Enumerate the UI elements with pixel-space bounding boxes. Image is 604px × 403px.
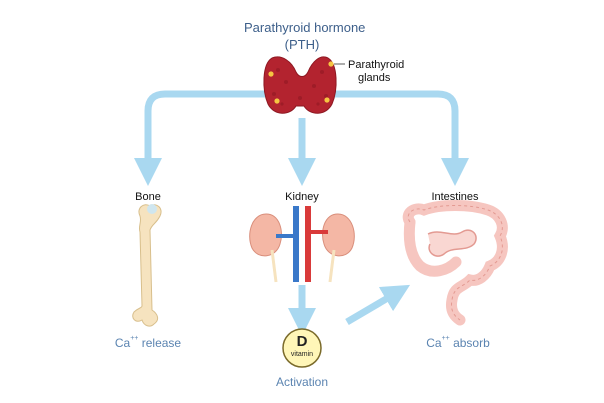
kidney-label: Kidney — [285, 191, 319, 203]
ca-absorb-suffix: absorb — [449, 336, 490, 350]
arrow-to-bone — [134, 90, 272, 186]
title-line-2: (PTH) — [284, 37, 320, 52]
bone-illustration — [132, 204, 162, 327]
ca-release-charge: ++ — [130, 335, 139, 342]
ca-absorb-charge: ++ — [441, 335, 450, 342]
ca-release-prefix: Ca — [114, 336, 131, 350]
thyroid-illustration — [263, 56, 345, 114]
intestines-label: Intestines — [431, 191, 479, 203]
ca-absorb-label: Ca++ absorb — [410, 335, 506, 350]
glands-label-line-2: glands — [358, 72, 391, 84]
vitamin-word: vitamin — [290, 351, 314, 358]
glands-label-line-1: Parathyroid — [348, 59, 405, 71]
activation-label: Activation — [275, 375, 329, 389]
title-line-1: Parathyroid hormone — [244, 20, 366, 35]
arrow-to-intestines — [333, 90, 469, 186]
bone-label: Bone — [135, 191, 161, 203]
parathyroid-gland-spots — [268, 61, 334, 104]
arrow-vitamin-to-intestines — [345, 284, 411, 326]
arrows — [134, 90, 469, 336]
intestines-illustration — [402, 200, 508, 326]
kidney-illustration — [249, 206, 355, 283]
ca-absorb-prefix: Ca — [426, 336, 442, 350]
ca-release-label: Ca++ release — [100, 335, 196, 350]
vitamin-letter: D — [296, 333, 308, 350]
vitamin-d-badge — [282, 328, 322, 368]
ca-release-suffix: release — [138, 336, 182, 350]
